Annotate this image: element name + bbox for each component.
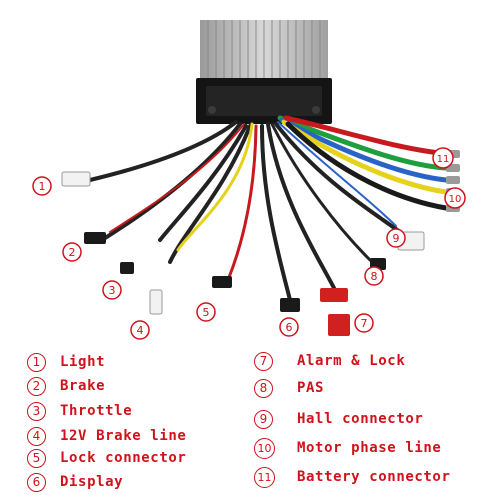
callout-4: 4: [130, 320, 150, 340]
legend-number: 5: [27, 448, 46, 468]
svg-text:9: 9: [393, 232, 400, 245]
legend: 1 Light 2 Brake 3 Throttle 4 12V Brake l…: [0, 340, 493, 495]
legend-label: Alarm & Lock: [297, 353, 406, 369]
callout-9: 9: [386, 228, 406, 248]
controller-housing: [196, 20, 332, 124]
legend-label: Light: [60, 354, 106, 370]
controller-wiring-illustration: 1 2 3 4 5 6 7 8: [32, 20, 466, 340]
callout-8: 8: [364, 266, 384, 286]
legend-number: 4: [27, 426, 46, 446]
legend-item-lock-connector: 5 Lock connector: [27, 447, 186, 469]
legend-label: Motor phase line: [297, 440, 442, 456]
legend-number: 2: [27, 376, 46, 396]
legend-label: PAS: [297, 380, 325, 396]
legend-number: 1: [27, 352, 46, 372]
callout-10: 10: [444, 187, 466, 209]
svg-text:8: 8: [371, 270, 378, 283]
svg-text:6: 6: [286, 321, 293, 334]
callout-7: 7: [354, 313, 374, 333]
legend-label: 12V Brake line: [60, 428, 187, 444]
legend-label: Display: [60, 474, 124, 490]
svg-text:7: 7: [361, 317, 368, 330]
callout-1: 1: [32, 176, 52, 196]
legend-label: Hall connector: [297, 411, 424, 427]
svg-text:10: 10: [449, 194, 462, 205]
legend-label: Brake: [60, 378, 106, 394]
legend-number: 6: [27, 472, 46, 492]
svg-text:5: 5: [203, 306, 210, 319]
legend-number: 8: [254, 378, 273, 398]
legend-item-alarm-lock: 7 Alarm & Lock: [254, 350, 405, 372]
legend-label: Throttle: [60, 403, 133, 419]
legend-number: 9: [254, 409, 273, 429]
svg-text:1: 1: [39, 180, 46, 193]
legend-label: Lock connector: [60, 450, 187, 466]
wire-harness: [88, 115, 453, 302]
legend-item-brake: 2 Brake: [27, 375, 105, 397]
legend-item-throttle: 3 Throttle: [27, 400, 132, 422]
legend-number: 7: [254, 351, 273, 371]
legend-number: 11: [254, 466, 275, 488]
callout-11: 11: [432, 147, 454, 169]
legend-item-hall-connector: 9 Hall connector: [254, 408, 423, 430]
legend-item-light: 1 Light: [27, 351, 105, 373]
callout-6: 6: [279, 317, 299, 337]
legend-item-battery-connector: 11 Battery connector: [254, 466, 451, 488]
legend-label: Battery connector: [297, 469, 451, 485]
svg-text:11: 11: [437, 154, 450, 165]
svg-text:4: 4: [137, 324, 144, 337]
legend-item-motor-phase-line: 10 Motor phase line: [254, 437, 441, 459]
legend-item-12v-brake-line: 4 12V Brake line: [27, 425, 186, 447]
svg-text:2: 2: [69, 246, 76, 259]
legend-number: 3: [27, 401, 46, 421]
legend-item-pas: 8 PAS: [254, 377, 324, 399]
callout-5: 5: [196, 302, 216, 322]
callout-2: 2: [62, 242, 82, 262]
svg-text:3: 3: [109, 284, 116, 297]
legend-item-display: 6 Display: [27, 471, 123, 493]
callout-3: 3: [102, 280, 122, 300]
callouts: 1 2 3 4 5 6 7 8: [32, 147, 466, 340]
legend-number: 10: [254, 437, 275, 459]
